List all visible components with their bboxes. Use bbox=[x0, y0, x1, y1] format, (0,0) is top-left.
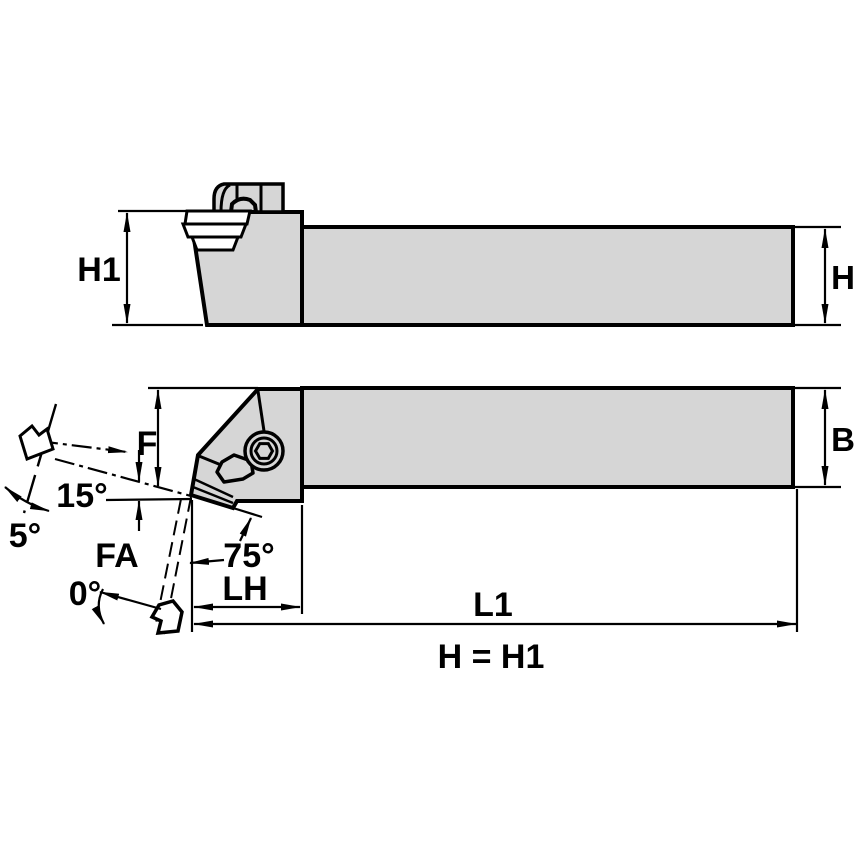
angle-label-0: 0° bbox=[69, 575, 102, 613]
insert-symbol-side bbox=[18, 423, 55, 461]
head-ridge-line bbox=[256, 390, 266, 432]
angle75-leader bbox=[189, 557, 225, 565]
angle-label-5: 5° bbox=[9, 517, 42, 555]
clamp-curve-line bbox=[219, 183, 231, 213]
angle75-arrow bbox=[239, 517, 252, 542]
angle-label-15: 15° bbox=[56, 477, 107, 515]
angle5-arc bbox=[4, 486, 50, 513]
insert-stack-step-3 bbox=[189, 235, 241, 252]
label-fa: FA bbox=[95, 537, 138, 575]
note-h-equals-h1: H = H1 bbox=[438, 638, 545, 676]
dim-label-l1: L1 bbox=[473, 586, 513, 624]
shank-plan bbox=[300, 386, 795, 489]
hex-socket-icon bbox=[253, 442, 275, 460]
insert-centerline bbox=[37, 439, 128, 454]
clamp-lever bbox=[215, 453, 255, 484]
cutting-edge-extension bbox=[232, 506, 263, 519]
horizontal-reference-line bbox=[105, 497, 193, 502]
dim-label-lh: LH bbox=[222, 570, 267, 608]
shank-side bbox=[300, 225, 795, 327]
angle0-arc bbox=[91, 588, 105, 625]
plan-view bbox=[4, 386, 841, 635]
clamp-nose bbox=[228, 196, 259, 214]
insert-chip-line-2 bbox=[192, 485, 234, 505]
insert-chip-line-1 bbox=[193, 477, 234, 499]
angle0-reference-line bbox=[99, 590, 162, 611]
insert-cross-section bbox=[149, 599, 184, 635]
dim-label-h1: H1 bbox=[77, 251, 120, 289]
dim-label-f: F bbox=[137, 425, 158, 463]
side-view bbox=[112, 182, 841, 327]
dim-label-h: H bbox=[831, 259, 854, 296]
rake-reference-line bbox=[54, 457, 192, 498]
angle-label-75: 75° bbox=[223, 537, 274, 575]
insert-stack-step-2 bbox=[180, 222, 249, 239]
insert-stack-step-1 bbox=[183, 209, 252, 226]
dim-label-b: B bbox=[831, 421, 854, 458]
